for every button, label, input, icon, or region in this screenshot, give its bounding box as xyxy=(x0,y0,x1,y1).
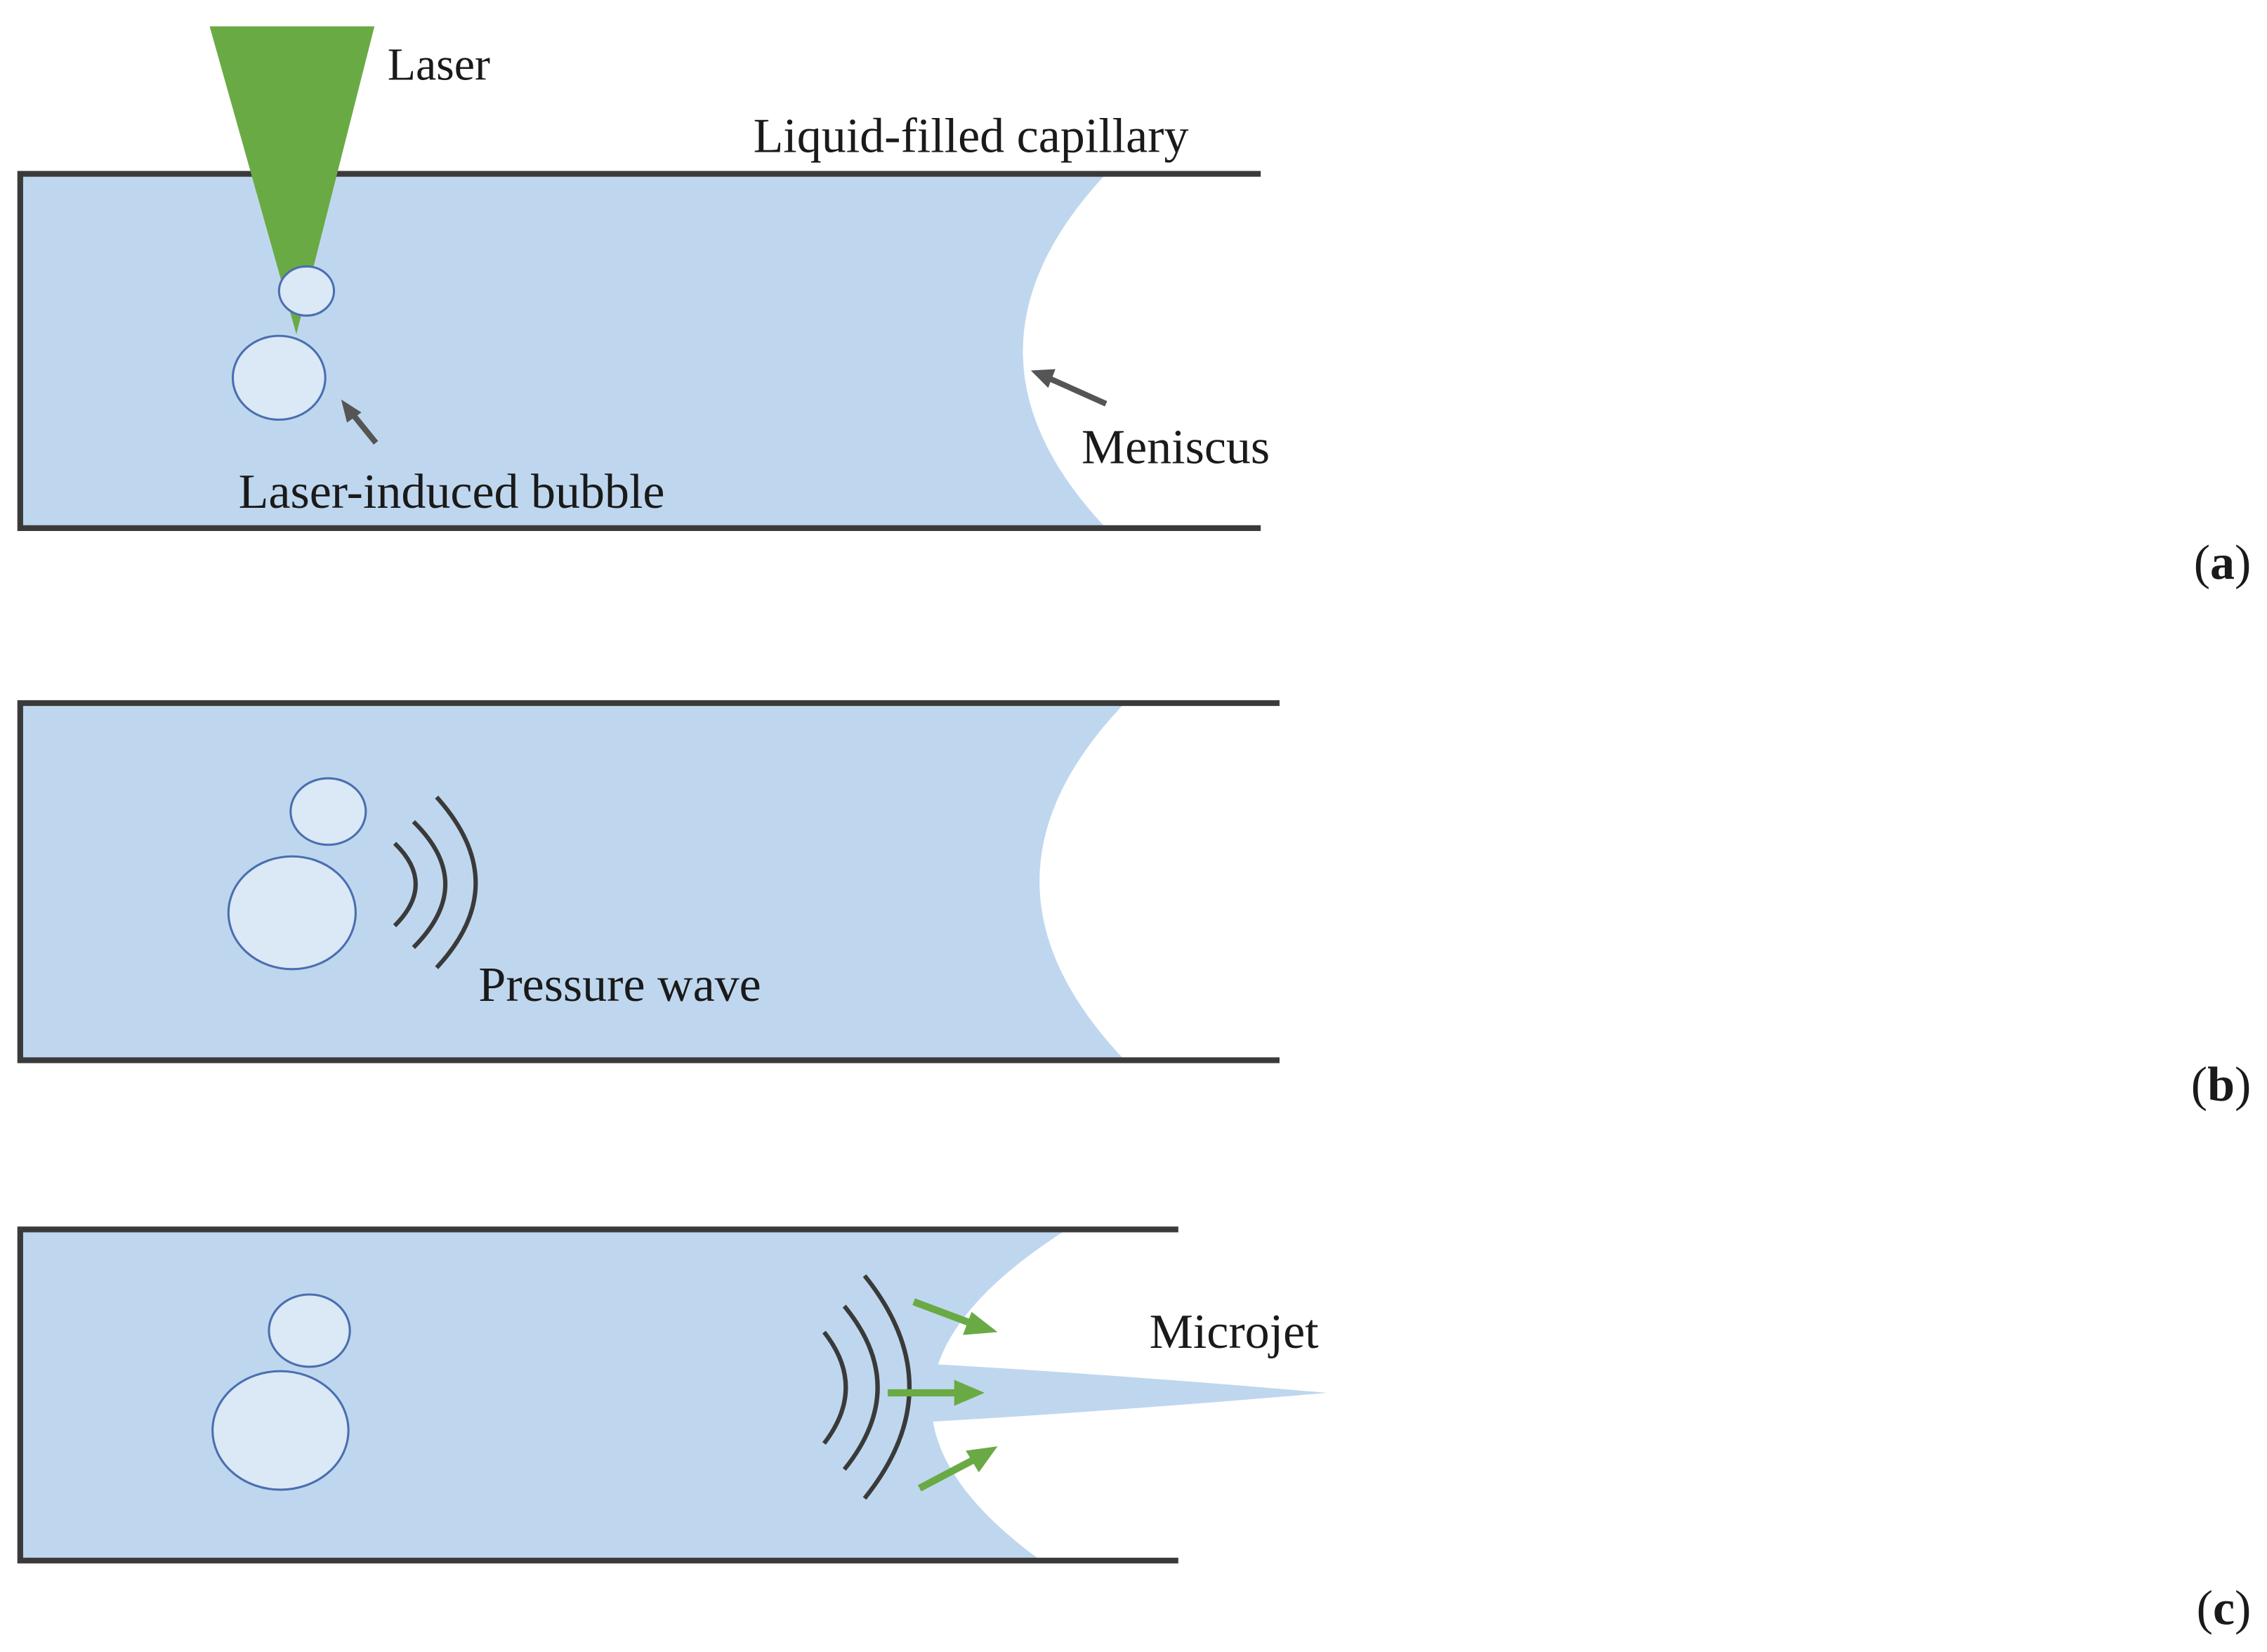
laser-beam xyxy=(209,26,375,335)
green-arrow-middle xyxy=(888,1379,985,1406)
laser-induced-bubble-b xyxy=(227,855,357,971)
panel-a-label: (a) xyxy=(2194,536,2252,590)
panel-b: Pressure wave (b) xyxy=(17,700,2252,1112)
panel-a: Laser Liquid-filled capillary Laser-indu… xyxy=(17,26,2252,590)
pressure-wave-b xyxy=(393,795,478,969)
green-arrow-bottom xyxy=(917,1446,998,1492)
laser-induced-bubble-a xyxy=(231,334,327,421)
panel-c-label: (c) xyxy=(2197,1581,2252,1635)
microjet-label: Microjet xyxy=(1150,1305,1320,1359)
pressure-wave-c xyxy=(822,1274,912,1500)
bubble-arrow xyxy=(341,399,379,445)
meniscus-arrow xyxy=(1030,369,1108,407)
pressure-wave-label: Pressure wave xyxy=(478,958,761,1012)
panel-c: Microjet (c) xyxy=(17,1226,2252,1635)
small-bubble-b xyxy=(289,777,367,846)
microjet xyxy=(931,1363,1327,1422)
laser-induced-bubble-c xyxy=(211,1370,350,1491)
small-bubble-c xyxy=(268,1293,351,1368)
bubble-label: Laser-induced bubble xyxy=(239,465,665,519)
capillary-label: Liquid-filled capillary xyxy=(754,110,1189,164)
green-arrow-top xyxy=(912,1298,998,1335)
laser-label: Laser xyxy=(388,39,490,91)
panel-b-label: (b) xyxy=(2191,1058,2252,1112)
capillary-wall-b xyxy=(17,700,1280,1063)
green-arrows xyxy=(888,1298,998,1492)
capillary-wall-a xyxy=(17,171,1261,532)
capillary-wall-c xyxy=(17,1226,1178,1563)
meniscus-label: Meniscus xyxy=(1082,420,1270,474)
small-bubble-a xyxy=(277,265,336,317)
